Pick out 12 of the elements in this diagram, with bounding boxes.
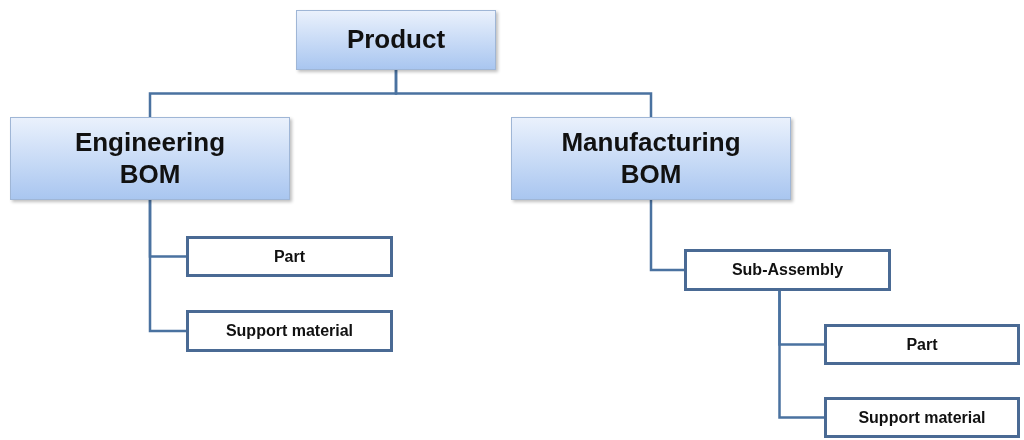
item-box: Part xyxy=(824,324,1020,365)
item-box: Part xyxy=(186,236,393,277)
category-box: Engineering BOM xyxy=(10,117,290,200)
connector-line xyxy=(649,200,684,272)
connector-line xyxy=(394,70,653,117)
category-box: Product xyxy=(296,10,496,70)
item-box: Support material xyxy=(186,310,393,352)
category-box: Manufacturing BOM xyxy=(511,117,791,200)
connector-line xyxy=(148,200,186,333)
item-box: Sub-Assembly xyxy=(684,249,891,291)
connector-line xyxy=(778,291,824,419)
item-box: Support material xyxy=(824,397,1020,438)
